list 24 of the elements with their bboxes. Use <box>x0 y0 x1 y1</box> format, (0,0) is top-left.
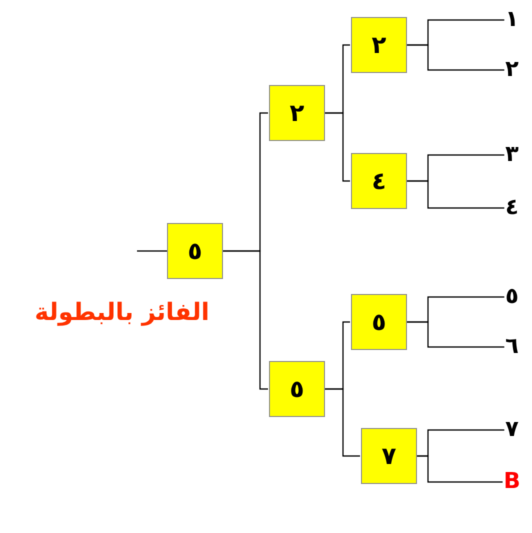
match-box: ٥ <box>167 223 223 279</box>
bracket-line <box>223 250 268 390</box>
team-number: ١ <box>505 7 519 33</box>
team-number: B <box>504 469 520 495</box>
match-box: ٧ <box>361 428 417 484</box>
team-number: ٥ <box>505 284 519 310</box>
match-box: ٥ <box>351 294 407 350</box>
match-box: ٢ <box>351 17 407 73</box>
team-number: ٦ <box>505 334 519 360</box>
bracket-line <box>137 250 167 252</box>
team-number: ٤ <box>505 195 519 221</box>
match-box: ٢ <box>269 85 325 141</box>
team-number: ٧ <box>505 417 519 443</box>
bracket-line <box>417 455 503 483</box>
team-number: ٣ <box>505 142 519 168</box>
bracket-line <box>325 112 350 182</box>
bracket-line <box>325 388 360 457</box>
champion-label: الفائز بالبطولة <box>34 298 210 326</box>
team-number: ٢ <box>505 57 519 83</box>
bracket-line <box>407 180 504 209</box>
bracket-line <box>407 44 504 71</box>
match-box: ٥ <box>269 361 325 417</box>
match-box: ٤ <box>351 153 407 209</box>
bracket-line <box>407 321 504 348</box>
